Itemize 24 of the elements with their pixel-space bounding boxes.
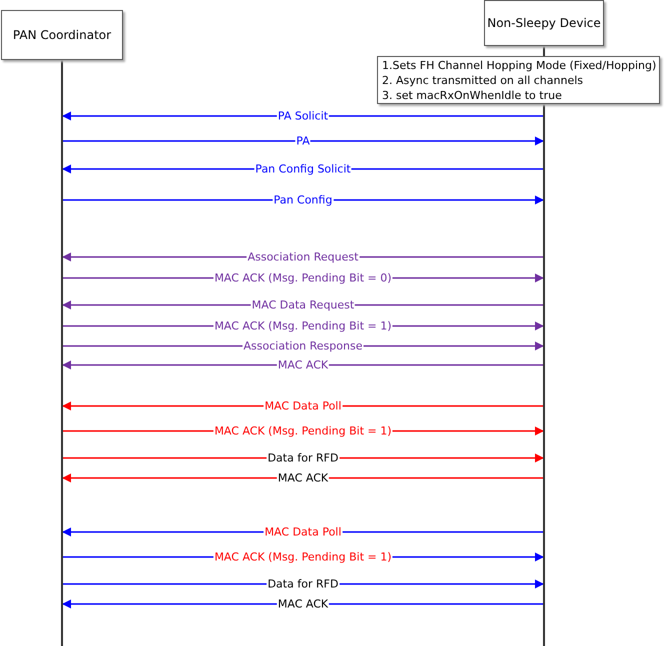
message-label: Association Response	[242, 340, 364, 352]
participant-box: PAN Coordinator	[1, 10, 123, 60]
note-text: 3. set macRxOnWhenIdle to true	[382, 88, 563, 103]
message-label: MAC ACK (Msg. Pending Bit = 1)	[213, 550, 393, 564]
note-box	[377, 56, 660, 104]
message-label: MAC ACK	[276, 472, 330, 484]
message-label: Pan Config	[272, 194, 334, 206]
message-label: MAC Data Poll	[264, 400, 342, 412]
message-label: MAC ACK (Msg. Pending Bit = 1)	[213, 320, 393, 332]
message-label: MAC Data Request	[250, 298, 356, 312]
message-label: PA Solicit	[276, 110, 330, 122]
message-label: PA	[295, 134, 311, 148]
message-label: MAC Data Poll	[264, 526, 342, 538]
participant-box: Non-Sleepy Device	[484, 0, 604, 46]
message-label: MAC ACK (Msg. Pending Bit = 1)	[213, 424, 393, 438]
message-label: MAC ACK	[276, 598, 330, 610]
message-label: Pan Config Solicit	[254, 162, 352, 176]
note-text: 1.Sets FH Channel Hopping Mode (Fixed/Hopping)	[382, 58, 655, 73]
note-text: 2. Async transmitted on all channels	[382, 73, 584, 88]
message-label: Data for RFD	[266, 578, 340, 590]
message-label: MAC ACK (Msg. Pending Bit = 0)	[213, 272, 393, 284]
message-label: Data for RFD	[266, 452, 340, 464]
message-label: MAC ACK	[276, 358, 330, 372]
message-label: Association Request	[246, 250, 360, 264]
